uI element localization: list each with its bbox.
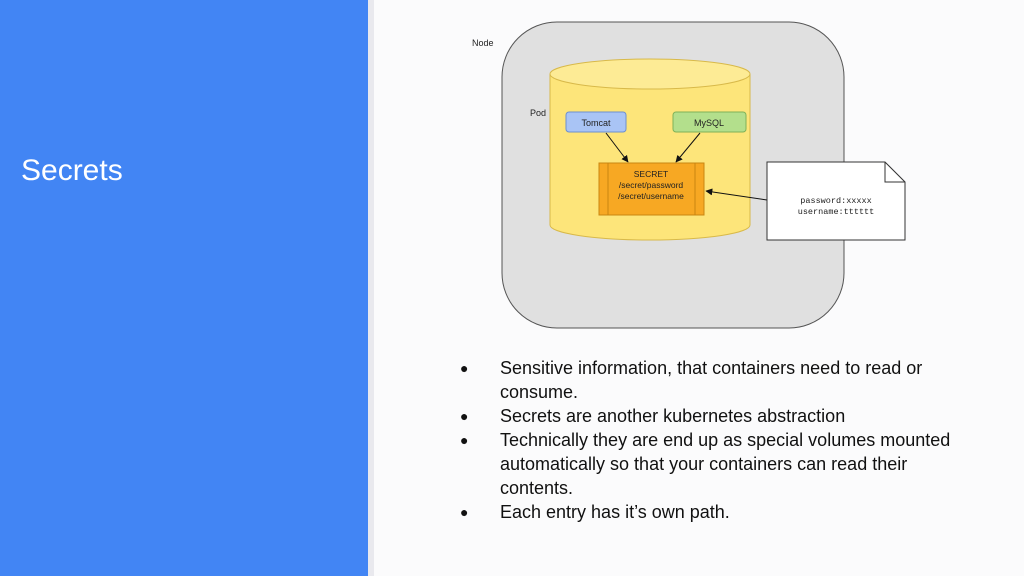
sidebar: [0, 0, 368, 576]
bullet-item: Secrets are another kubernetes abstracti…: [450, 404, 970, 428]
bullet-list: Sensitive information, that containers n…: [450, 356, 970, 524]
bullet-item: Sensitive information, that containers n…: [450, 356, 970, 404]
slide-title: Secrets: [21, 154, 123, 187]
bullet-item: Each entry has it’s own path.: [450, 500, 970, 524]
bullet-item: Technically they are end up as special v…: [450, 428, 970, 500]
